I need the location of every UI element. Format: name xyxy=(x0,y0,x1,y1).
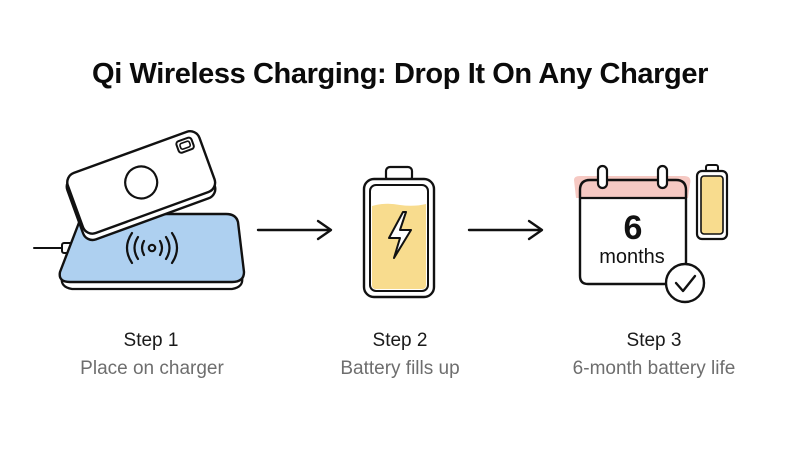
wireless-signal-icon xyxy=(125,231,179,265)
step-2-label: Step 2 xyxy=(372,330,428,351)
page-title: Qi Wireless Charging: Drop It On Any Cha… xyxy=(92,58,708,90)
calendar-number: 6 xyxy=(624,209,643,247)
step-1-label: Step 1 xyxy=(123,330,179,351)
phone-on-wireless-charger-icon xyxy=(33,130,246,291)
charging-battery-icon xyxy=(362,165,436,299)
lightning-bolt-icon xyxy=(388,211,412,259)
arrow-right-icon xyxy=(256,219,333,241)
checkmark-icon xyxy=(674,274,697,293)
step-2-description: Battery fills up xyxy=(340,358,460,379)
step-3-label: Step 3 xyxy=(626,330,682,351)
step-1-description: Place on charger xyxy=(80,358,224,379)
calendar-unit: months xyxy=(599,246,665,268)
calendar-check-battery-icon: 6 months xyxy=(574,164,729,304)
battery-full-icon xyxy=(695,164,729,241)
arrow-right-icon xyxy=(467,219,544,241)
step-3-description: 6-month battery life xyxy=(572,358,736,379)
